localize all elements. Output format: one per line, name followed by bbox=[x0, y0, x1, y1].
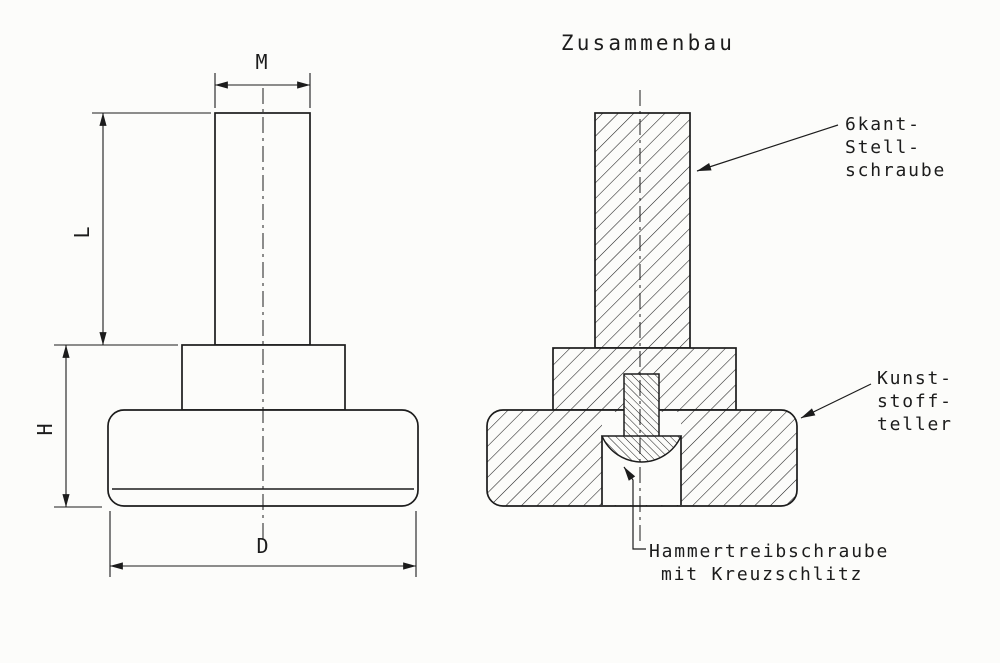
callout-text: Stell- bbox=[845, 137, 921, 158]
dimension-m: M bbox=[214, 50, 311, 108]
hammer-screw-shaft bbox=[623, 373, 660, 441]
callout-hex-screw: 6kant- Stell- schraube bbox=[696, 114, 946, 181]
assembly-title: Zusammenbau bbox=[561, 31, 735, 55]
dimension-d: D bbox=[109, 511, 417, 577]
dimension-label-h: H bbox=[33, 422, 57, 435]
dimension-label-l: L bbox=[70, 225, 94, 238]
left-view: M L H D bbox=[33, 50, 419, 577]
callout-text: teller bbox=[877, 414, 953, 435]
callout-text: schraube bbox=[845, 160, 946, 181]
hammer-screw-head bbox=[600, 435, 683, 463]
leader-line bbox=[800, 383, 872, 419]
screw-shaft-section bbox=[594, 112, 691, 349]
dimension-h: H bbox=[33, 344, 102, 508]
assembly-view: Zusammenbau 6kant- Stell- schraube Kunst… bbox=[486, 31, 953, 585]
callout-hammer-screw: Hammertreibschraube mit Kreuzschlitz bbox=[623, 466, 889, 585]
callout-text: Kunst- bbox=[877, 368, 953, 389]
leader-line bbox=[696, 124, 839, 172]
dimension-label-m: M bbox=[255, 50, 268, 74]
callout-text: Hammertreibschraube bbox=[649, 541, 889, 562]
leader-line bbox=[623, 466, 646, 550]
callout-text: mit Kreuzschlitz bbox=[661, 564, 863, 585]
callout-text: stoff- bbox=[877, 391, 953, 412]
callout-text: 6kant- bbox=[845, 114, 921, 135]
dimension-label-d: D bbox=[256, 534, 269, 558]
dimension-l: L bbox=[54, 112, 211, 346]
callout-plastic-plate: Kunst- stoff- teller bbox=[800, 368, 953, 435]
